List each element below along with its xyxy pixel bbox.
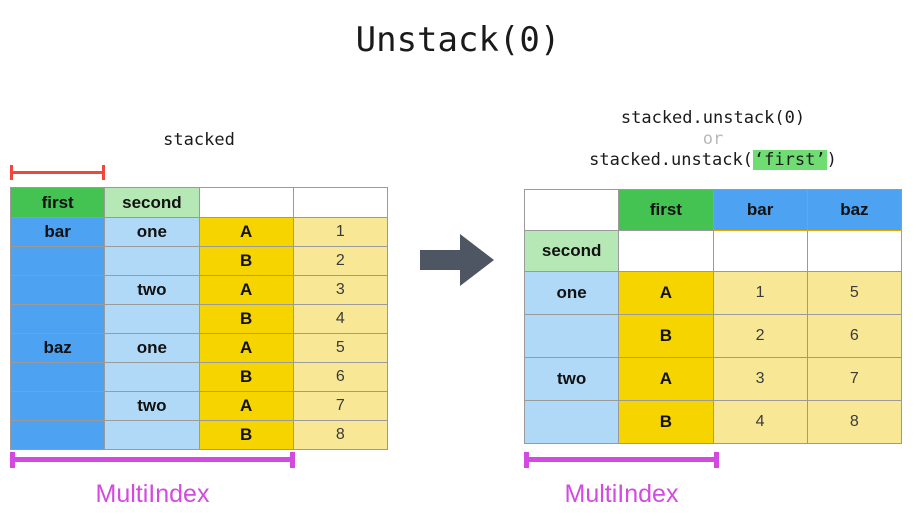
bracket-cap-right bbox=[102, 165, 105, 180]
cell-third: A bbox=[198, 391, 294, 421]
caption-arg-first: ‘first’ bbox=[752, 150, 827, 170]
header-cell-second: second bbox=[104, 187, 200, 218]
right-multiindex-bracket bbox=[524, 452, 719, 468]
table-header-row: first second bbox=[9, 187, 389, 218]
cell-second bbox=[104, 362, 200, 392]
left-table-caption: stacked bbox=[163, 130, 235, 150]
cell-value-baz: 7 bbox=[806, 357, 903, 401]
table-row: B 4 bbox=[9, 304, 389, 334]
cell-value-bar: 1 bbox=[712, 271, 808, 315]
table-row: two A 7 bbox=[9, 391, 389, 421]
cell-third: B bbox=[198, 420, 294, 450]
header-cell-baz: baz bbox=[806, 189, 903, 231]
table-row: baz one A 5 bbox=[9, 333, 389, 363]
header-cell-first: first bbox=[9, 187, 106, 218]
header-cell-first: first bbox=[618, 189, 714, 231]
cell-second bbox=[104, 304, 200, 334]
cell-third: A bbox=[618, 271, 714, 315]
cell-value: 6 bbox=[292, 362, 389, 392]
header-cell-blank-1 bbox=[618, 230, 714, 272]
right-table-caption: stacked.unstack(0) or stacked.unstack(‘f… bbox=[524, 108, 902, 171]
header-cell-bar: bar bbox=[712, 189, 808, 231]
cell-second: one bbox=[104, 217, 200, 247]
cell-first bbox=[9, 304, 106, 334]
table-row: bar one A 1 bbox=[9, 217, 389, 247]
bracket-cap-right bbox=[714, 452, 719, 468]
cell-second: one bbox=[523, 271, 620, 315]
cell-value: 8 bbox=[292, 420, 389, 450]
cell-third: A bbox=[198, 217, 294, 247]
cell-third: B bbox=[198, 362, 294, 392]
header-cell-blank-1 bbox=[198, 187, 294, 218]
cell-second bbox=[104, 420, 200, 450]
table-row: B 6 bbox=[9, 362, 389, 392]
cell-first: bar bbox=[9, 217, 106, 247]
cell-value-bar: 4 bbox=[712, 400, 808, 444]
table-row: one A 1 5 bbox=[523, 271, 903, 315]
cell-third: A bbox=[198, 333, 294, 363]
caption-line-1: stacked.unstack(0) bbox=[620, 108, 806, 128]
cell-value-baz: 8 bbox=[806, 400, 903, 444]
cell-value-bar: 3 bbox=[712, 357, 808, 401]
cell-second bbox=[523, 400, 620, 444]
cell-value: 1 bbox=[292, 217, 389, 247]
cell-second: two bbox=[104, 275, 200, 305]
cell-value: 2 bbox=[292, 246, 389, 276]
cell-first: baz bbox=[9, 333, 106, 363]
cell-third: B bbox=[618, 400, 714, 444]
right-arrow-icon bbox=[420, 234, 494, 286]
cell-value: 4 bbox=[292, 304, 389, 334]
unstacked-table: first bar baz second one A 1 5 B 2 6 two… bbox=[523, 189, 903, 444]
left-multiindex-bracket bbox=[10, 452, 295, 468]
table-row: B 4 8 bbox=[523, 400, 903, 444]
table-row: two A 3 bbox=[9, 275, 389, 305]
cell-value-baz: 6 bbox=[806, 314, 903, 358]
table-row: B 8 bbox=[9, 420, 389, 450]
header-cell-corner bbox=[523, 189, 620, 231]
header-cell-blank-2 bbox=[292, 187, 389, 218]
cell-second: one bbox=[104, 333, 200, 363]
cell-third: A bbox=[618, 357, 714, 401]
caption-line-or: or bbox=[702, 129, 724, 149]
table-header-row-2: second bbox=[523, 230, 903, 272]
bracket-bar bbox=[10, 171, 105, 174]
cell-first bbox=[9, 275, 106, 305]
table-row: B 2 6 bbox=[523, 314, 903, 358]
cell-third: B bbox=[198, 246, 294, 276]
cell-first bbox=[9, 420, 106, 450]
cell-value-bar: 2 bbox=[712, 314, 808, 358]
cell-third: A bbox=[198, 275, 294, 305]
stacked-table: first second bar one A 1 B 2 two A 3 B bbox=[9, 187, 389, 450]
cell-third: B bbox=[618, 314, 714, 358]
caption-line-3: stacked.unstack(‘first’) bbox=[524, 150, 902, 171]
bracket-bar bbox=[10, 457, 295, 462]
bracket-cap-right bbox=[290, 452, 295, 468]
bracket-bar bbox=[524, 457, 719, 462]
cell-first bbox=[9, 246, 106, 276]
header-cell-second: second bbox=[523, 230, 620, 272]
cell-second: two bbox=[523, 357, 620, 401]
cell-third: B bbox=[198, 304, 294, 334]
page-title: Unstack(0) bbox=[355, 20, 561, 60]
header-cell-blank-2 bbox=[712, 230, 808, 272]
cell-second: two bbox=[104, 391, 200, 421]
cell-first bbox=[9, 362, 106, 392]
cell-second bbox=[104, 246, 200, 276]
right-multiindex-label: MultiIndex bbox=[564, 480, 679, 508]
table-header-row-1: first bar baz bbox=[523, 189, 903, 231]
cell-first bbox=[9, 391, 106, 421]
left-multiindex-label: MultiIndex bbox=[95, 480, 210, 508]
cell-value: 7 bbox=[292, 391, 389, 421]
table-row: B 2 bbox=[9, 246, 389, 276]
cell-value: 5 bbox=[292, 333, 389, 363]
cell-value-baz: 5 bbox=[806, 271, 903, 315]
first-level-bracket bbox=[10, 165, 105, 180]
caption-prefix: stacked.unstack( bbox=[589, 150, 753, 170]
header-cell-blank-3 bbox=[806, 230, 903, 272]
caption-suffix: ) bbox=[826, 150, 837, 170]
cell-second bbox=[523, 314, 620, 358]
table-row: two A 3 7 bbox=[523, 357, 903, 401]
cell-value: 3 bbox=[292, 275, 389, 305]
